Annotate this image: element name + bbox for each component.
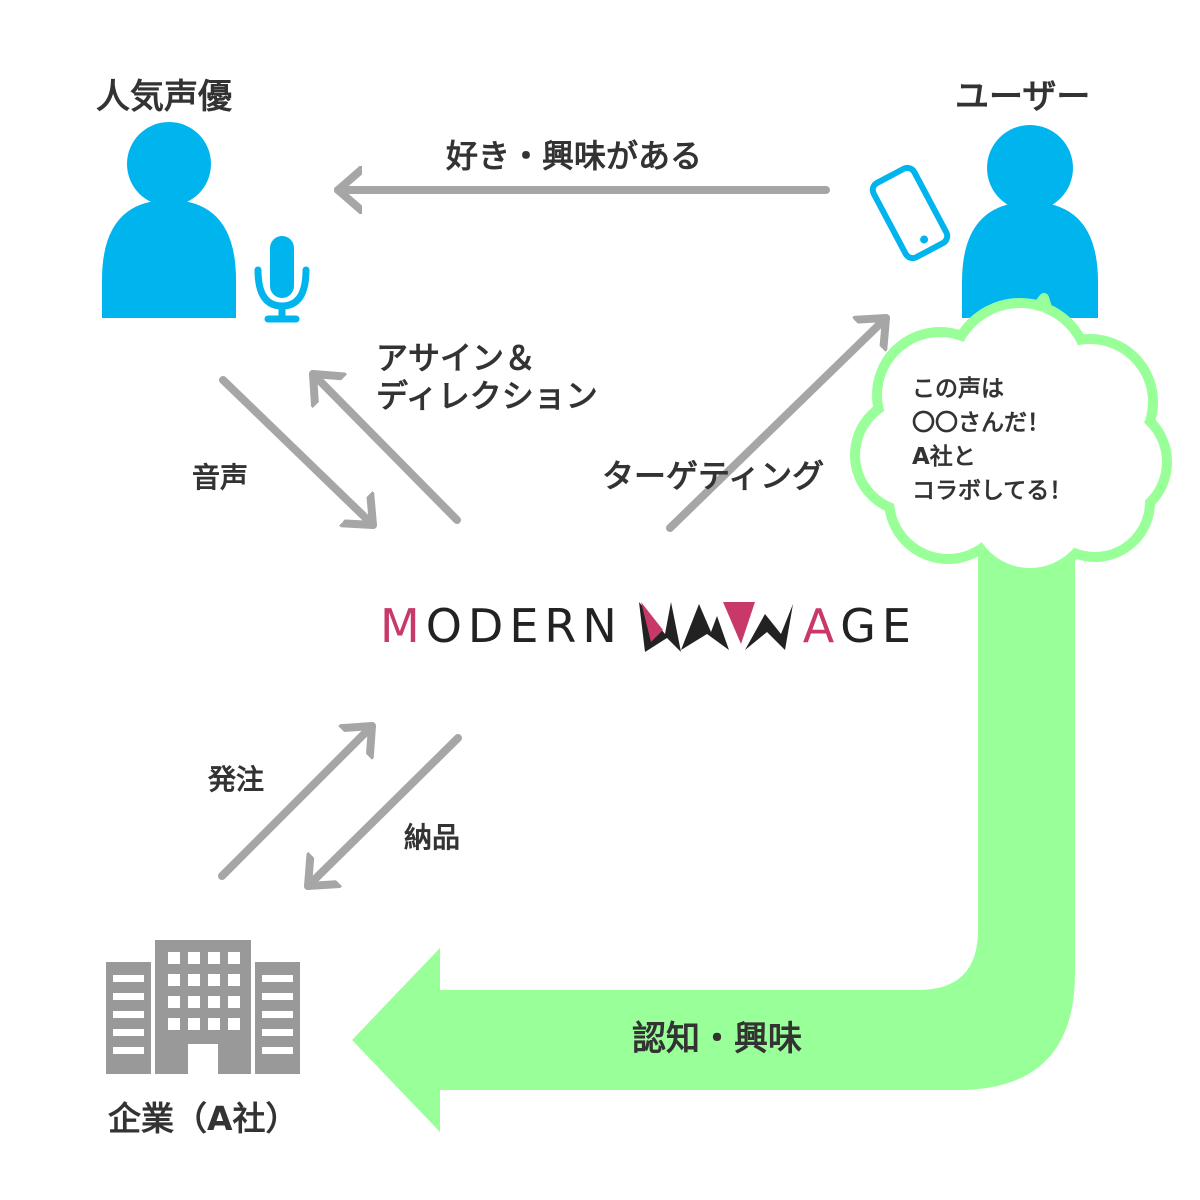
zigzag-mark-icon	[638, 602, 793, 652]
bubble-line: この声は	[912, 376, 1004, 402]
edge-label-targeting: ターゲティング	[602, 457, 825, 495]
edge-label-awareness: 認知・興味	[632, 1019, 802, 1059]
arrow-order	[218, 722, 376, 880]
logo-text-part2: GE	[840, 599, 917, 653]
logo-initial-m: M	[380, 599, 426, 653]
microphone-icon	[254, 236, 310, 323]
person-with-smartphone-icon	[869, 125, 1098, 318]
smartphone-icon	[869, 164, 951, 262]
awareness-arrow	[352, 520, 1075, 1132]
user-label: ユーザー	[955, 77, 1091, 117]
edge-label-assign-line2: ディレクション	[376, 377, 598, 415]
speech-bubble-text: この声は 〇〇さんだ！ A社と コラボしてる！	[912, 372, 1102, 508]
edge-label-delivery: 納品	[404, 821, 461, 854]
edge-label-voice: 音声	[192, 461, 249, 494]
bubble-line: コラボしてる！	[912, 478, 1073, 504]
logo-initial-a: A	[802, 599, 841, 653]
edge-label-user-to-actor: 好き・興味がある	[446, 137, 703, 175]
bubble-line: A社と	[912, 444, 976, 470]
edge-label-assign-line1: アサイン＆	[376, 339, 537, 377]
arrow-targeting	[666, 314, 890, 532]
person-with-microphone-icon	[102, 122, 310, 323]
arrow-assign	[309, 370, 461, 524]
company-label: 企業（A社）	[108, 1099, 299, 1138]
speech-bubble	[850, 293, 1172, 578]
arrows-group	[218, 190, 890, 890]
arrow-delivery	[304, 734, 462, 890]
edge-label-order: 発注	[208, 763, 265, 796]
modern-age-logo: M ODERN A GE	[380, 594, 917, 658]
bubble-line: 〇〇さんだ！	[912, 410, 1050, 436]
office-building-icon	[106, 940, 300, 1074]
logo-text-part1: ODERN	[425, 599, 623, 653]
arrow-voice	[219, 376, 377, 529]
voice-actor-label: 人気声優	[96, 77, 232, 117]
